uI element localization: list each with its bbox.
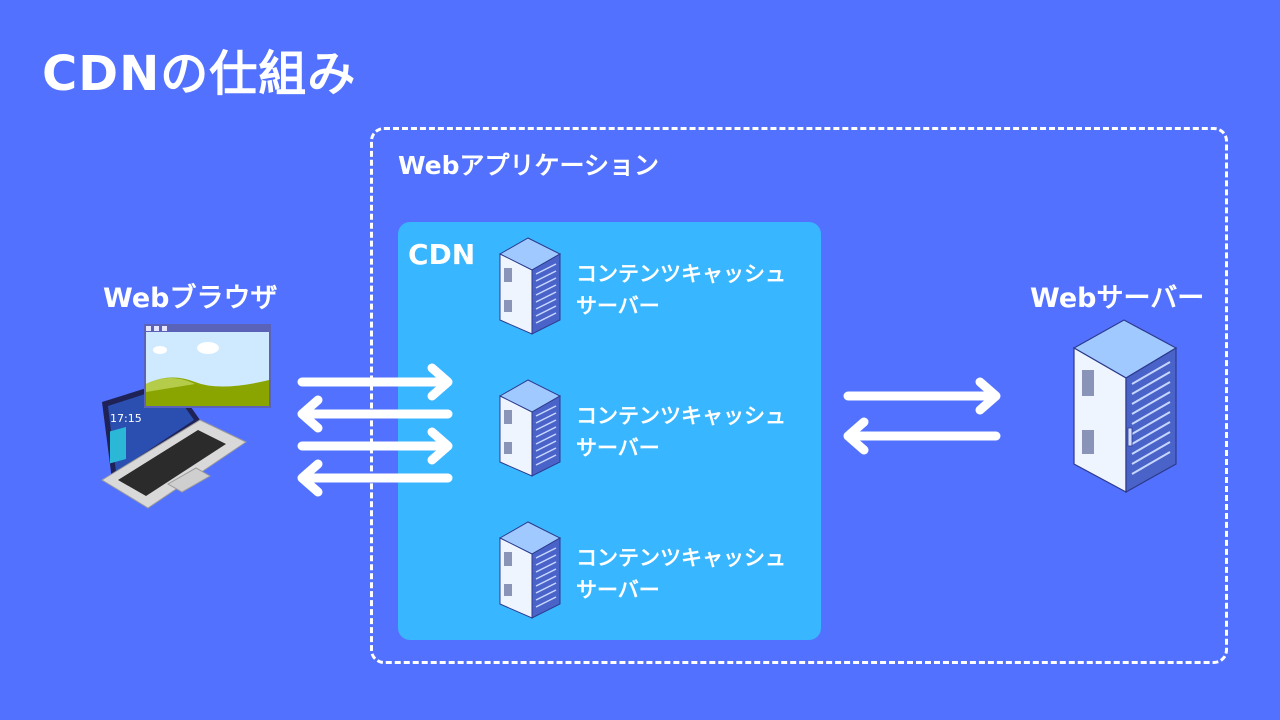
- server-rack-icon: [498, 237, 562, 335]
- cdn-label: CDN: [408, 238, 476, 271]
- cdn-webserver-arrows: [843, 377, 1001, 455]
- cache-server-label-line2: サーバー: [576, 578, 660, 602]
- web-browser-label: Webブラウザ: [103, 283, 278, 314]
- laptop-browser-icon: 17:15: [101, 324, 271, 509]
- cache-server-label-line1: コンテンツキャッシュ: [576, 262, 786, 286]
- arrow-right-icon: [843, 377, 1001, 415]
- arrow-left-icon: [297, 459, 453, 497]
- arrow-right-icon: [297, 363, 453, 401]
- arrow-left-icon: [297, 395, 453, 433]
- cache-server-label-line2: サーバー: [576, 294, 660, 318]
- web-application-label: Webアプリケーション: [398, 151, 660, 180]
- browser-cdn-arrows: [297, 363, 453, 497]
- arrow-left-icon: [843, 417, 1001, 455]
- laptop-clock: 17:15: [110, 412, 142, 425]
- cache-server-1: コンテンツキャッシュ サーバー: [498, 236, 818, 346]
- cache-server-label: コンテンツキャッシュ サーバー: [576, 542, 786, 606]
- server-rack-icon: [498, 379, 562, 477]
- page-title: CDNの仕組み: [42, 46, 357, 102]
- cache-server-label: コンテンツキャッシュ サーバー: [576, 258, 786, 322]
- cache-server-label: コンテンツキャッシュ サーバー: [576, 400, 786, 464]
- web-application-boundary: [370, 127, 1228, 664]
- arrow-right-icon: [297, 427, 453, 465]
- server-rack-icon: [498, 521, 562, 619]
- cache-server-3: コンテンツキャッシュ サーバー: [498, 520, 818, 630]
- cache-server-label-line2: サーバー: [576, 436, 660, 460]
- cdn-container: [398, 222, 821, 640]
- cache-server-label-line1: コンテンツキャッシュ: [576, 546, 786, 570]
- cache-server-label-line1: コンテンツキャッシュ: [576, 404, 786, 428]
- cache-server-2: コンテンツキャッシュ サーバー: [498, 378, 818, 488]
- web-server-rack-icon: [1072, 319, 1178, 494]
- web-server-label: Webサーバー: [1030, 283, 1205, 314]
